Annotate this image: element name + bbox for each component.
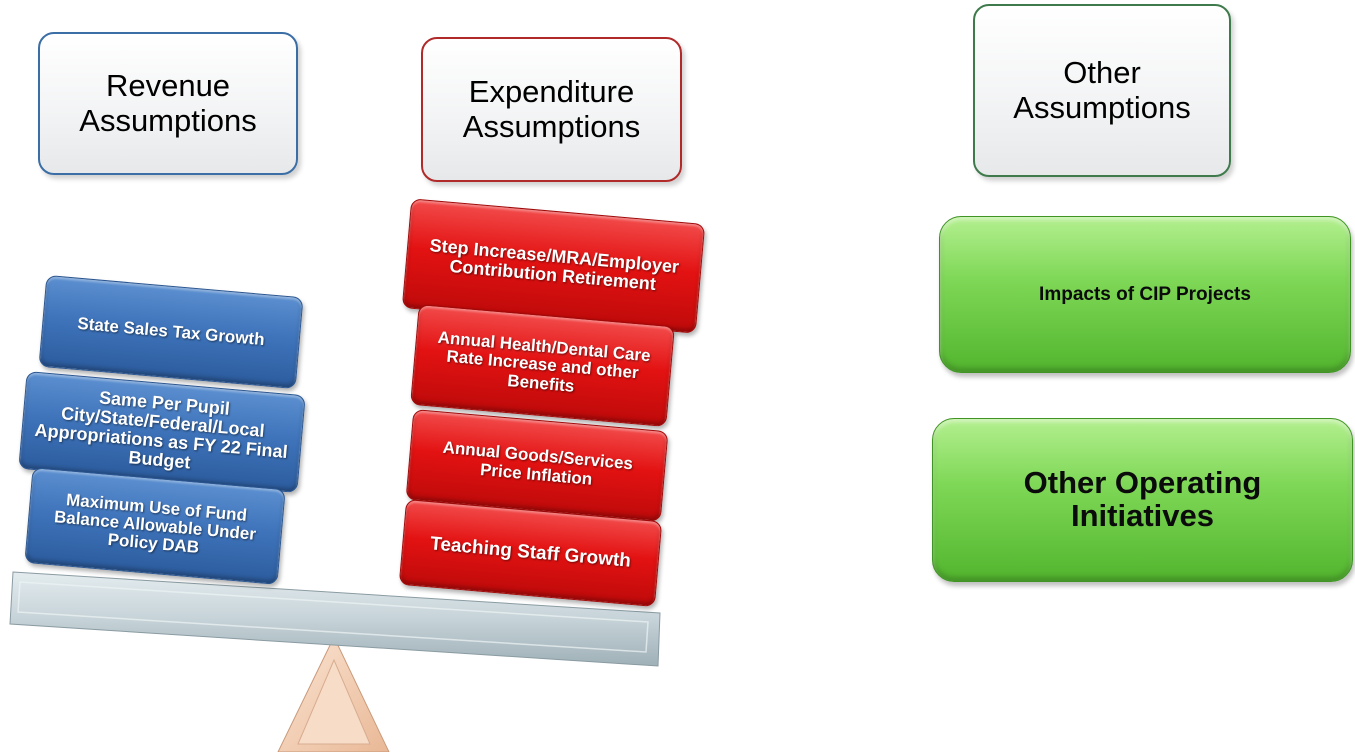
revenue-assumptions-header: Revenue Assumptions — [38, 32, 298, 175]
other-block-operating-initiatives: Other Operating Initiatives — [932, 418, 1353, 582]
revenue-block-label: Maximum Use of Fund Balance Allowable Un… — [53, 490, 257, 557]
other-block-cip-projects: Impacts of CIP Projects — [939, 216, 1351, 373]
expenditure-block-label: Step Increase/MRA/Employer Contribution … — [428, 235, 680, 294]
expenditure-block-label: Annual Health/Dental Care Rate Increase … — [436, 328, 652, 396]
other-assumptions-label: Other Assumptions — [1013, 54, 1191, 125]
other-block-label: Impacts of CIP Projects — [1039, 283, 1251, 305]
expenditure-assumptions-header: Expenditure Assumptions — [421, 37, 682, 182]
revenue-block-label: State Sales Tax Growth — [76, 313, 266, 350]
other-assumptions-header: Other Assumptions — [973, 4, 1231, 177]
scale-beam — [9, 571, 661, 667]
expenditure-assumptions-label: Expenditure Assumptions — [462, 73, 641, 144]
expenditure-block-label: Teaching Staff Growth — [429, 533, 632, 572]
expenditure-block-label: Annual Goods/Services Price Inflation — [441, 438, 634, 489]
other-block-label: Other Operating Initiatives — [1023, 465, 1262, 533]
fulcrum-triangle — [277, 635, 390, 752]
revenue-assumptions-label: Revenue Assumptions — [79, 67, 257, 138]
revenue-block-label: Same Per Pupil City/State/Federal/Local … — [33, 387, 289, 473]
